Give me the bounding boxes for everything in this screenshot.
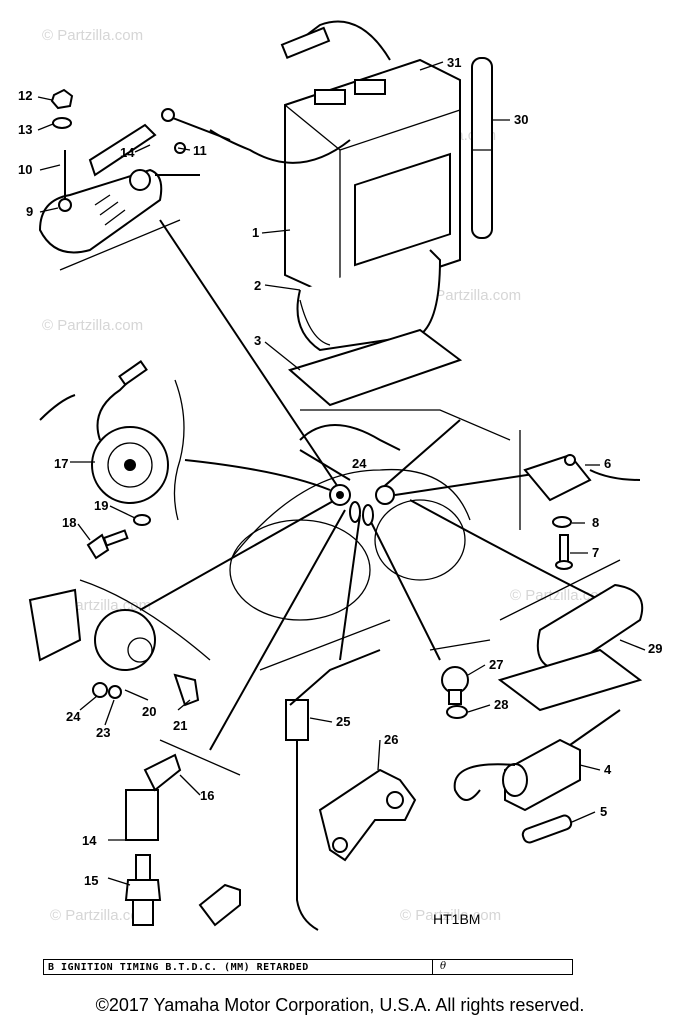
watermark: © Partzilla.com (42, 317, 143, 334)
callout-28: 28 (494, 697, 508, 712)
callout-7: 7 (592, 545, 599, 560)
callout-4: 4 (604, 762, 612, 777)
nut (50, 88, 74, 110)
callout-1: 1 (252, 225, 259, 240)
table-divider (432, 960, 433, 974)
callout-2: 2 (254, 278, 261, 293)
diagram-code: HT1BM (433, 911, 481, 927)
callout-11: 11 (193, 143, 207, 158)
fuse (521, 814, 573, 844)
callouts: 31 30 1 2 3 12 13 10 9 14 11 17 19 18 24… (18, 55, 662, 888)
callout-5: 5 (600, 804, 607, 819)
callout-20: 20 (142, 704, 156, 719)
callout-31: 31 (447, 55, 461, 70)
callout-21: 21 (173, 718, 187, 733)
horn-washer (133, 514, 151, 526)
callout-19: 19 (94, 498, 108, 513)
callout-16: 16 (200, 788, 214, 803)
ignition-timing-row: B IGNITION TIMING B.T.D.C. (MM) RETARDED… (43, 959, 573, 975)
washer (52, 117, 72, 129)
sensor-bracket (318, 768, 417, 862)
callout-12: 12 (18, 88, 32, 103)
callout-8: 8 (592, 515, 599, 530)
watermark: © Partzilla.com (420, 287, 521, 304)
leader-lines (37, 61, 646, 886)
starter-relay (38, 108, 231, 254)
callout-23: 23 (96, 725, 110, 740)
group-brackets (59, 219, 621, 776)
plug-cap (125, 753, 182, 841)
callout-14-cap: 14 (82, 833, 97, 848)
neutral-switch (285, 649, 381, 931)
callout-6: 6 (604, 456, 611, 471)
ignition-coil (453, 709, 621, 812)
callout-9: 9 (26, 204, 33, 219)
horn (39, 360, 169, 504)
watermark: © Partzilla.com (42, 27, 143, 44)
callout-13: 13 (18, 122, 32, 137)
cover (497, 583, 644, 712)
spark-plug (124, 854, 162, 926)
flasher-screw (555, 534, 573, 570)
wiring-harness (139, 219, 601, 751)
callout-29: 29 (648, 641, 662, 656)
timing-value: θ (440, 961, 447, 972)
copyright-notice: ©2017 Yamaha Motor Corporation, U.S.A. A… (95, 995, 585, 1015)
callout-17: 17 (54, 456, 68, 471)
arrow-fwd (198, 883, 241, 927)
watermark: © Partzilla.com (400, 907, 501, 924)
frame-outline (229, 409, 511, 621)
horn-bolt (86, 529, 129, 560)
gasket (446, 705, 468, 719)
callout-26: 26 (384, 732, 398, 747)
callout-24-switch: 24 (66, 709, 81, 724)
battery (209, 20, 461, 302)
callout-27: 27 (489, 657, 503, 672)
callout-10: 10 (18, 162, 32, 177)
watermark: © Partzilla.com (510, 587, 611, 604)
flasher-washer (552, 516, 572, 528)
callout-18: 18 (62, 515, 76, 530)
timing-label: B IGNITION TIMING B.T.D.C. (MM) RETARDED (48, 961, 309, 973)
callout-14-relay: 14 (120, 145, 135, 160)
callout-25: 25 (336, 714, 350, 729)
main-switch (28, 588, 200, 707)
watermark: © Partzilla.com (50, 907, 151, 924)
breather-pipe (471, 57, 493, 239)
callout-24-hub: 24 (352, 456, 367, 471)
wire-junction (329, 484, 395, 526)
flasher-relay (523, 453, 641, 502)
callout-15: 15 (84, 873, 98, 888)
battery-pad (287, 328, 463, 407)
callout-30: 30 (514, 112, 528, 127)
level-switch (441, 666, 469, 705)
callout-3: 3 (254, 333, 261, 348)
